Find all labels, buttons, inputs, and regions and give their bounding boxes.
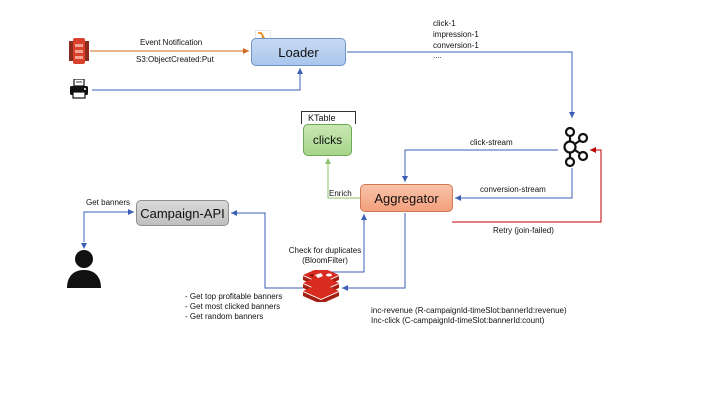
increment-item: Inc-click (C-campaignId-timeSlot:bannerI… (371, 316, 545, 325)
aggregator-to-redis-arrow (342, 213, 406, 291)
redis-icon (303, 270, 339, 302)
click-stream-arrow (402, 149, 558, 182)
event-notification-label: Event Notification (140, 38, 203, 47)
ktable-label: KTable (301, 111, 356, 124)
aws-s3-icon (69, 38, 89, 64)
banner-queries-list: - Get top profitable banners - Get most … (185, 292, 282, 322)
loader-label: Loader (278, 44, 319, 60)
enrich-label: Enrich (329, 189, 352, 198)
loader-to-kafka-arrow (347, 51, 575, 118)
user-icon (67, 250, 101, 288)
banner-query-item: - Get random banners (185, 312, 264, 321)
retry-arrow (452, 147, 602, 223)
increments-list: inc-revenue (R-campaignId-timeSlot:banne… (371, 306, 567, 326)
check-duplicates-label: Check for duplicates (BloomFilter) (280, 246, 370, 266)
event-list-item: click-1 (433, 19, 456, 28)
get-banners-label: Get banners (86, 198, 131, 207)
increment-item: inc-revenue (R-campaignId-timeSlot:banne… (371, 306, 567, 315)
conversion-stream-arrow (455, 168, 573, 201)
s3-event-label: S3:ObjectCreated:Put (136, 55, 214, 64)
redis-to-campaign-arrow (231, 210, 303, 289)
check-duplicates-line: (BloomFilter) (302, 256, 348, 265)
redis-to-aggregator-arrow (323, 214, 367, 273)
conversion-stream-label: conversion-stream (480, 185, 546, 194)
click-stream-label: click-stream (470, 138, 513, 147)
enrich-arrow (325, 158, 360, 199)
banner-query-item: - Get top profitable banners (185, 292, 283, 301)
event-list-item: .... (433, 51, 442, 60)
event-list-item: conversion-1 (433, 41, 479, 50)
clicks-label: clicks (312, 133, 343, 147)
campaign-api-label: Campaign-API (140, 205, 225, 221)
printer-to-loader-arrow (92, 68, 303, 91)
kafka-icon (563, 126, 589, 168)
campaign-to-user-arrowhead (81, 243, 87, 249)
clicks-ktable-node[interactable]: clicks (303, 124, 352, 156)
aggregator-label: Aggregator (374, 190, 439, 206)
retry-label: Retry (join-failed) (493, 226, 554, 235)
aggregator-node[interactable]: Aggregator (360, 184, 453, 212)
user-to-campaign-arrow (83, 209, 134, 242)
event-list-item: impression-1 (433, 30, 479, 39)
loader-node[interactable]: Loader (251, 38, 346, 66)
check-duplicates-line: Check for duplicates (288, 246, 362, 255)
campaign-api-node[interactable]: Campaign-API (136, 200, 229, 226)
banner-query-item: - Get most clicked banners (185, 302, 281, 311)
printer-icon (70, 79, 88, 99)
